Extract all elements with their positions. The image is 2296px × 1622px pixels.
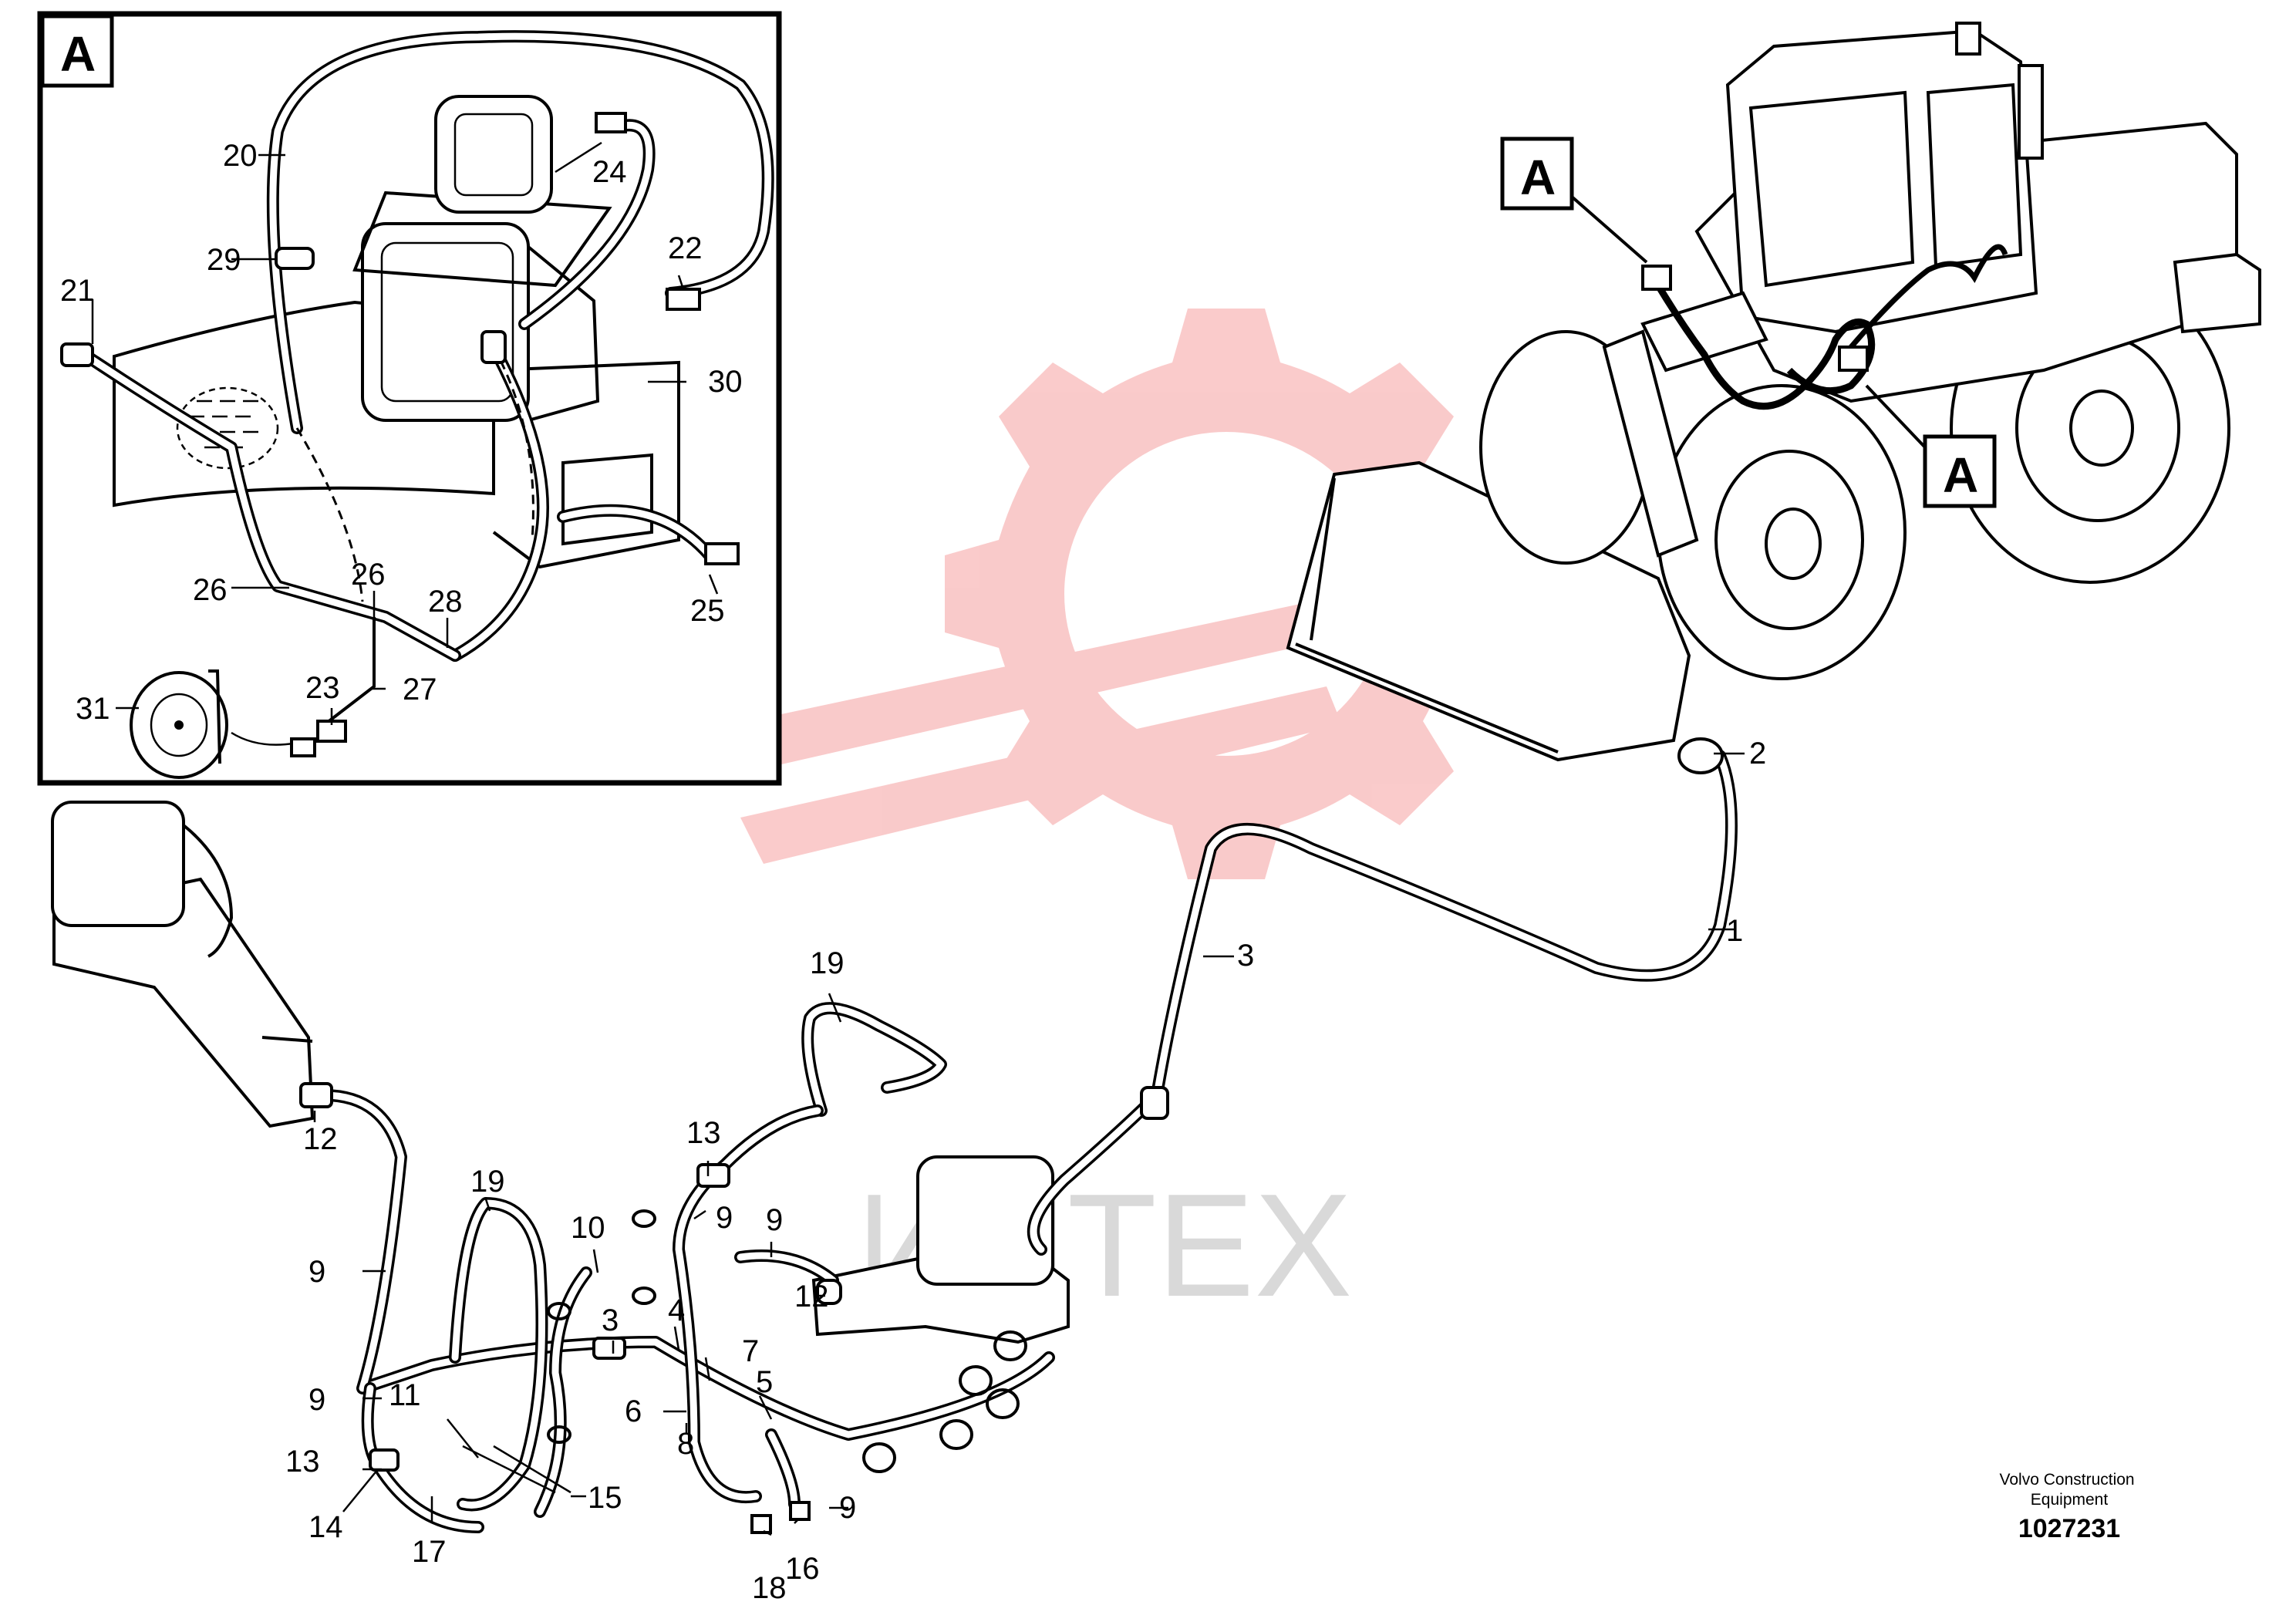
connector-icon [789,1501,811,1521]
label-2: 2 [1749,737,1766,771]
label-6: 6 [625,1394,642,1428]
connector-icon [290,737,316,757]
horn-icon [130,669,228,779]
label-21: 21 [60,274,95,308]
label-9-right: 9 [766,1203,783,1237]
label-19-top: 19 [810,946,845,980]
connector-icon [704,542,740,565]
label-22: 22 [668,231,703,265]
label-26a: 26 [193,573,228,607]
label-3: 3 [1237,939,1254,973]
label-18: 18 [752,1571,787,1605]
label-20: 20 [223,139,258,173]
label-12-right: 12 [794,1280,829,1313]
label-15: 15 [588,1481,622,1515]
label-13-left: 13 [285,1445,320,1479]
document-number: 1027231 [2018,1514,2120,1543]
connector-icon [592,1337,626,1360]
company-credit-line1: Volvo Construction Equipment [2000,1471,2139,1509]
label-19-bottom: 19 [470,1165,505,1199]
label-5: 5 [756,1365,773,1399]
label-10: 10 [571,1211,605,1245]
connector-icon [299,1082,333,1108]
connector-icon [1677,737,1724,774]
label-24: 24 [592,155,627,189]
label-28: 28 [428,585,463,619]
label-13-top: 13 [686,1116,721,1150]
label-4: 4 [668,1293,685,1327]
label-26b: 26 [351,558,386,592]
label-25: 25 [690,594,725,628]
cable-clip-icon [547,1209,1027,1473]
label-23: 23 [305,671,340,705]
grommet-icon [60,342,94,367]
label-8: 8 [677,1427,694,1461]
label-7: 7 [742,1334,759,1368]
label-9-mid: 9 [716,1201,733,1235]
harness-assembly [51,737,1738,1534]
watermark-gear-icon [694,309,1508,879]
inset-letter: A [60,26,96,82]
label-1: 1 [1726,914,1743,948]
clip-icon [1140,1086,1169,1120]
connector-icon [666,288,701,311]
wheel-loader-icon [1286,22,2261,762]
clip-icon [480,330,507,364]
connector-icon [750,1514,772,1534]
label-9-lower: 9 [308,1383,325,1417]
connector-icon [369,1448,400,1472]
detail-inset-a: A [37,11,782,786]
label-3-lower: 3 [602,1303,619,1337]
label-12-left: 12 [303,1122,338,1156]
label-30: 30 [708,365,743,399]
label-27: 27 [403,673,437,706]
connector-icon [816,1279,842,1305]
label-9-bottom: 9 [839,1491,856,1525]
label-17: 17 [412,1535,447,1569]
label-29: 29 [207,243,241,277]
connector-icon [696,1163,730,1188]
label-9-left: 9 [308,1255,325,1289]
label-16: 16 [785,1552,820,1586]
label-14: 14 [308,1510,343,1544]
label-11: 11 [389,1378,421,1412]
connector-icon [595,112,627,133]
callout-a-top: A [1520,150,1556,205]
callout-a-bottom: A [1943,447,1978,503]
grommet-icon [275,247,315,270]
label-31: 31 [76,692,110,726]
